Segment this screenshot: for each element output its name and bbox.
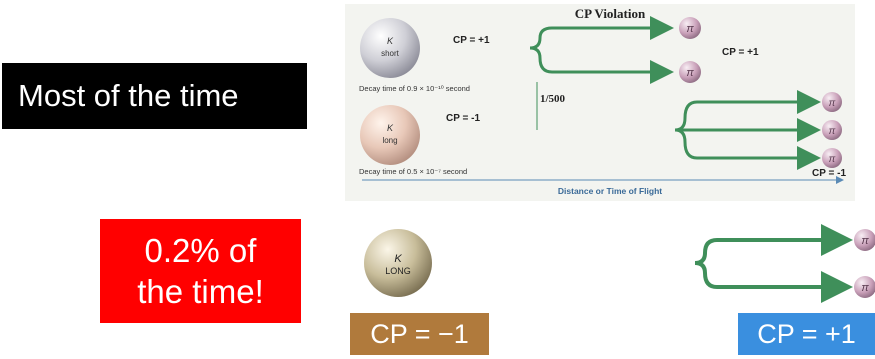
pion-long-upper: π xyxy=(822,92,842,112)
k-long-large-branch-lower xyxy=(694,261,853,303)
k-long-name: long xyxy=(382,136,397,145)
pion-symbol: π xyxy=(829,126,836,137)
pion-symbol: π xyxy=(686,67,694,79)
k-long-branch-upper xyxy=(674,90,821,132)
k-short-particle: K short xyxy=(360,18,420,78)
pion-large-lower: π xyxy=(854,276,875,298)
ratio-label: 1/500 xyxy=(540,93,566,105)
rare-label-line1: 0.2% of xyxy=(144,232,257,269)
cp-violation-title: CP Violation xyxy=(575,6,646,21)
k-short-branch-upper xyxy=(529,16,674,50)
k-long-large-name: LONG xyxy=(385,266,411,276)
rare-fraction-label: 0.2% of the time! xyxy=(100,219,301,323)
k-short-name: short xyxy=(381,49,400,58)
rare-label-line2: the time! xyxy=(137,273,264,310)
pion-symbol: π xyxy=(829,154,836,165)
k-long-large-branch-upper xyxy=(694,224,853,265)
k-long-branch-lower xyxy=(674,128,821,170)
k-short-branch-lower xyxy=(529,46,674,84)
pion-long-middle: π xyxy=(822,120,842,140)
pion-symbol: π xyxy=(686,23,694,35)
k-long-particle: K long xyxy=(360,105,420,165)
pion-large-upper: π xyxy=(854,229,875,251)
k-long-large-symbol: K xyxy=(394,253,402,265)
pion-short-upper: π xyxy=(679,17,701,39)
right-cp-label: CP = +1 xyxy=(722,47,759,58)
pion-long-lower: π xyxy=(822,148,842,168)
axis-label: Distance or Time of Flight xyxy=(558,186,662,196)
pion-short-lower: π xyxy=(679,61,701,83)
cp-plus-box: CP = +1 xyxy=(738,313,875,355)
cp-minus-box: CP = −1 xyxy=(350,313,489,355)
k-long-large-particle: K LONG xyxy=(364,229,432,297)
k-short-symbol: K xyxy=(387,36,394,46)
k-long-cp-label: CP = -1 xyxy=(446,113,480,124)
k-long-decay-time: Decay time of 0.5 × 10⁻⁷ second xyxy=(359,167,467,176)
pion-symbol: π xyxy=(829,98,836,109)
k-short-decay-time: Decay time of 0.9 × 10⁻¹⁰ second xyxy=(359,84,470,93)
pion-symbol: π xyxy=(861,235,869,247)
most-of-the-time-label: Most of the time xyxy=(2,63,307,129)
k-short-cp-label: CP = +1 xyxy=(453,35,490,46)
k-long-symbol: K xyxy=(387,123,394,133)
bottom-cp-label: CP = -1 xyxy=(812,168,846,179)
pion-symbol: π xyxy=(861,282,869,294)
